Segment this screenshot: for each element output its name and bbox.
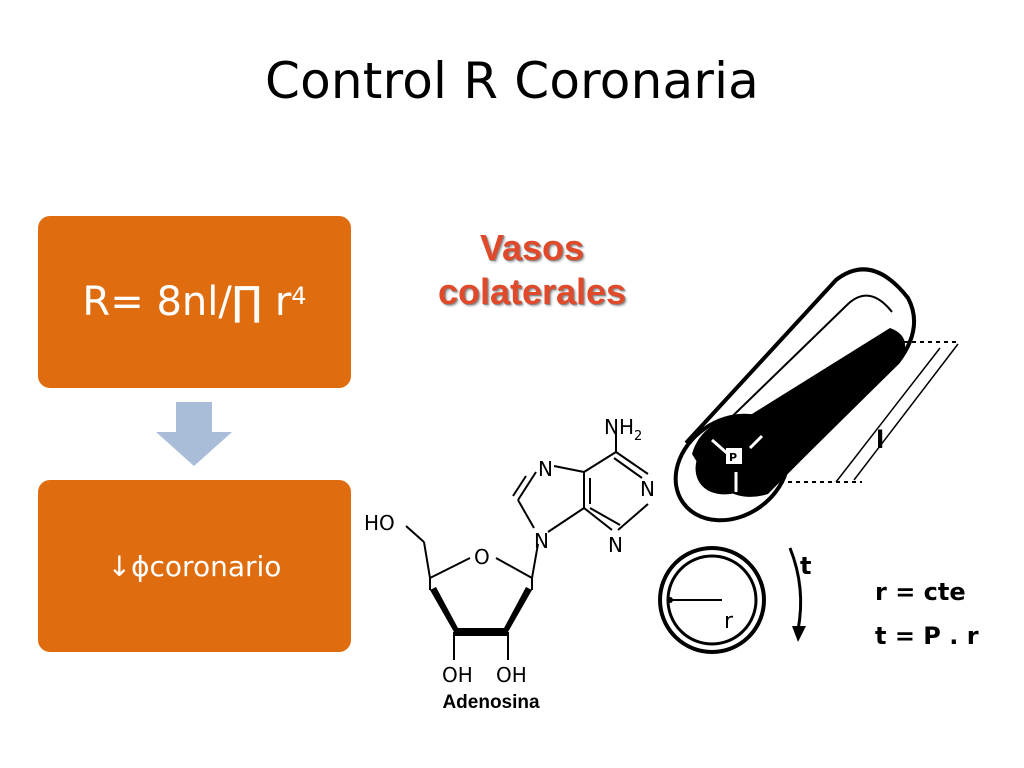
nitrogen-label-4: N xyxy=(534,529,549,553)
oxygen-label: O xyxy=(474,545,490,569)
tension-formula: t = P . r xyxy=(875,622,979,650)
tension-label: t xyxy=(800,552,811,580)
adenosine-caption: Adenosina xyxy=(442,692,540,713)
collateral-line2: colaterales xyxy=(437,271,627,312)
collateral-vessels-label: Vasos colaterales xyxy=(418,226,646,314)
oh-label-1: OH xyxy=(442,663,473,687)
coronary-flow-text: ↓ϕcoronario xyxy=(107,549,282,583)
nitrogen-label-3: N xyxy=(538,457,553,481)
radius-label: r xyxy=(724,609,734,634)
vessel-wall-diagram: P l r t xyxy=(658,267,960,654)
collateral-line1: Vasos xyxy=(479,227,585,268)
nitrogen-label-2: N xyxy=(608,533,623,557)
pressure-label: P xyxy=(729,451,737,464)
oh-label-2: OH xyxy=(496,663,527,687)
radius-constant-formula: r = cte xyxy=(875,578,966,606)
length-label: l xyxy=(876,426,884,454)
formula-exponent: 4 xyxy=(291,282,307,310)
nh2-label: NH2 xyxy=(604,415,642,444)
down-arrow-icon xyxy=(156,402,232,466)
nitrogen-label-1: N xyxy=(640,477,655,501)
adenosine-structure: NH2 N N N N O HO OH OH xyxy=(364,415,655,687)
coronary-flow-box: ↓ϕcoronario xyxy=(38,480,351,652)
ho-label: HO xyxy=(364,511,395,535)
resistance-formula-text: R= 8nl/∏ r xyxy=(82,279,292,325)
slide-title: Control R Coronaria xyxy=(264,52,760,110)
